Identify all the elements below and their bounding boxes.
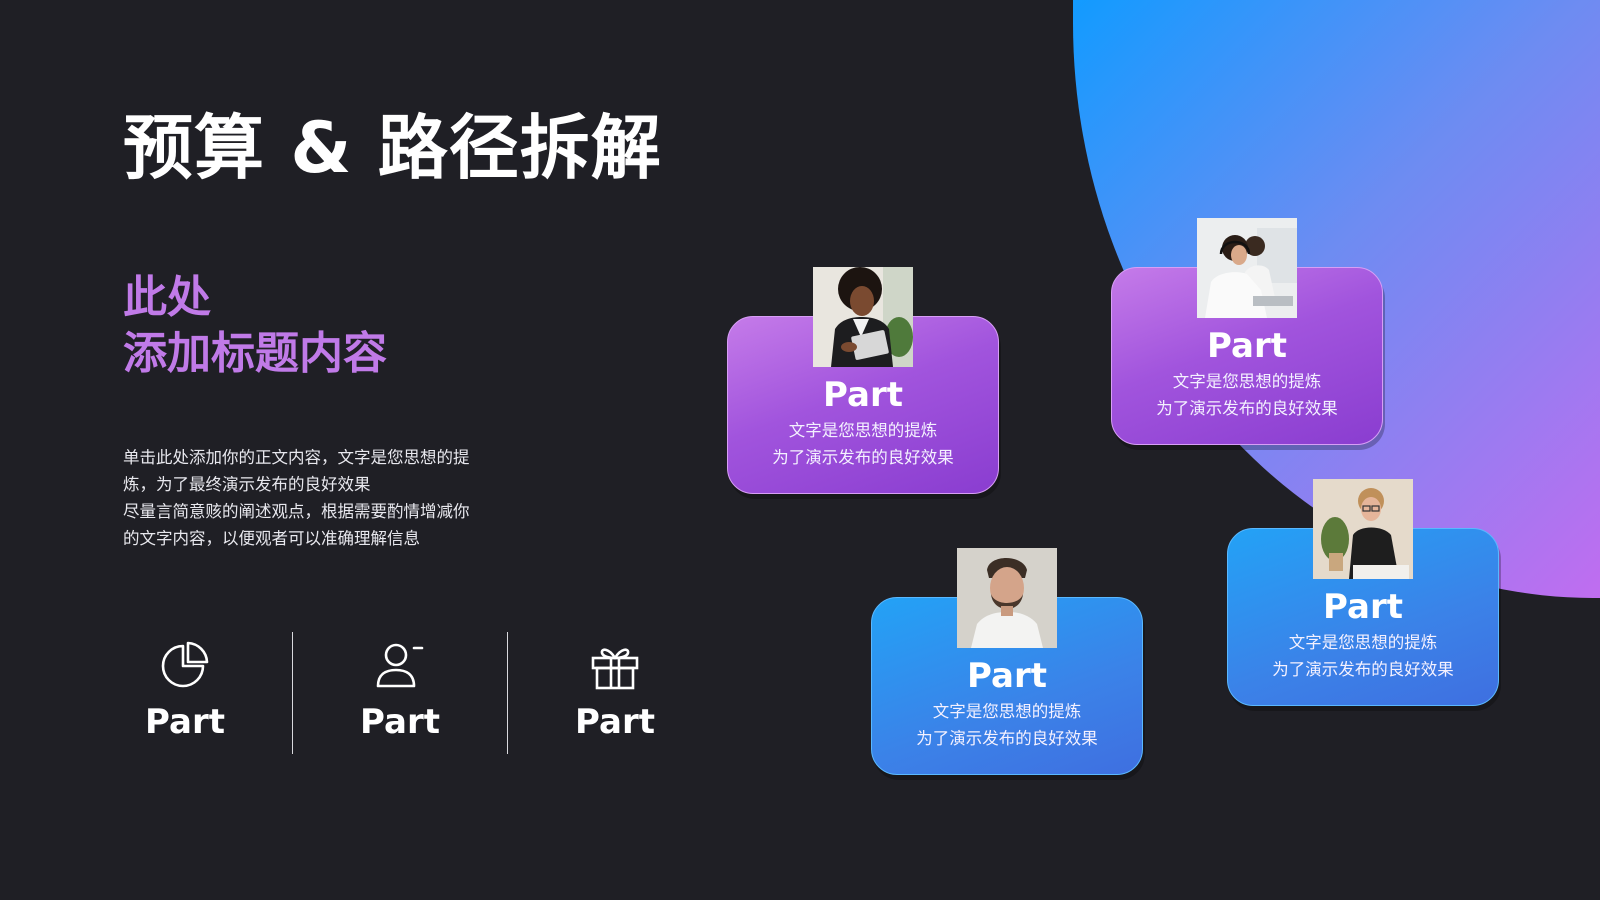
card-desc-line: 文字是您思想的提炼 bbox=[788, 421, 938, 440]
card-desc-line: 为了演示发布的良好效果 bbox=[916, 729, 1098, 748]
body-line: 炼，为了最终演示发布的良好效果 bbox=[123, 475, 371, 494]
part-card-2: Part 文字是您思想的提炼 为了演示发布的良好效果 bbox=[1111, 218, 1383, 445]
card-desc-line: 为了演示发布的良好效果 bbox=[1272, 660, 1454, 679]
card-desc-line: 文字是您思想的提炼 bbox=[1172, 372, 1322, 391]
card-desc-line: 文字是您思想的提炼 bbox=[1288, 633, 1438, 652]
card-description: 文字是您思想的提炼 为了演示发布的良好效果 bbox=[728, 417, 998, 471]
divider bbox=[507, 632, 508, 754]
body-line: 单击此处添加你的正文内容，文字是您思想的提 bbox=[123, 448, 470, 467]
card-desc-line: 为了演示发布的良好效果 bbox=[1156, 399, 1338, 418]
subtitle-line-2: 添加标题内容 bbox=[123, 328, 387, 379]
call-center-women-photo bbox=[1197, 218, 1297, 318]
card-description: 文字是您思想的提炼 为了演示发布的良好效果 bbox=[1112, 368, 1382, 422]
card-title: Part bbox=[1323, 587, 1403, 627]
subtitle-line-1: 此处 bbox=[123, 272, 211, 323]
divider bbox=[292, 632, 293, 754]
part-card-1: Part 文字是您思想的提炼 为了演示发布的良好效果 bbox=[727, 267, 999, 494]
card-title: Part bbox=[967, 656, 1047, 696]
woman-with-glasses-photo bbox=[1313, 479, 1413, 579]
icon-label: Part bbox=[575, 702, 655, 742]
body-line: 的文字内容，以便观者可以准确理解信息 bbox=[123, 529, 420, 548]
slide-title: 预算 & 路径拆解 bbox=[123, 107, 662, 189]
card-desc-line: 为了演示发布的良好效果 bbox=[772, 448, 954, 467]
part-card-4: Part 文字是您思想的提炼 为了演示发布的良好效果 bbox=[1227, 479, 1499, 706]
icon-label: Part bbox=[360, 702, 440, 742]
card-desc-line: 文字是您思想的提炼 bbox=[932, 702, 1082, 721]
part-card-3: Part 文字是您思想的提炼 为了演示发布的良好效果 bbox=[871, 548, 1143, 775]
body-line: 尽量言简意赅的阐述观点，根据需要酌情增减你 bbox=[123, 502, 470, 521]
user-minus-icon bbox=[376, 643, 424, 688]
card-title: Part bbox=[823, 375, 903, 415]
icon-item-2: Part bbox=[320, 640, 480, 742]
bearded-man-photo bbox=[957, 548, 1057, 648]
pie-chart-icon bbox=[161, 641, 209, 688]
section-subtitle: 此处 添加标题内容 bbox=[123, 270, 387, 382]
icon-label: Part bbox=[145, 702, 225, 742]
card-description: 文字是您思想的提炼 为了演示发布的良好效果 bbox=[872, 698, 1142, 752]
gift-icon bbox=[591, 648, 639, 690]
icon-item-3: Part bbox=[535, 640, 695, 742]
card-title: Part bbox=[1207, 326, 1287, 366]
icon-item-1: Part bbox=[105, 640, 265, 742]
woman-with-tablet-photo bbox=[813, 267, 913, 367]
card-description: 文字是您思想的提炼 为了演示发布的良好效果 bbox=[1228, 629, 1498, 683]
body-paragraph: 单击此处添加你的正文内容，文字是您思想的提 炼，为了最终演示发布的良好效果 尽量… bbox=[123, 444, 503, 552]
